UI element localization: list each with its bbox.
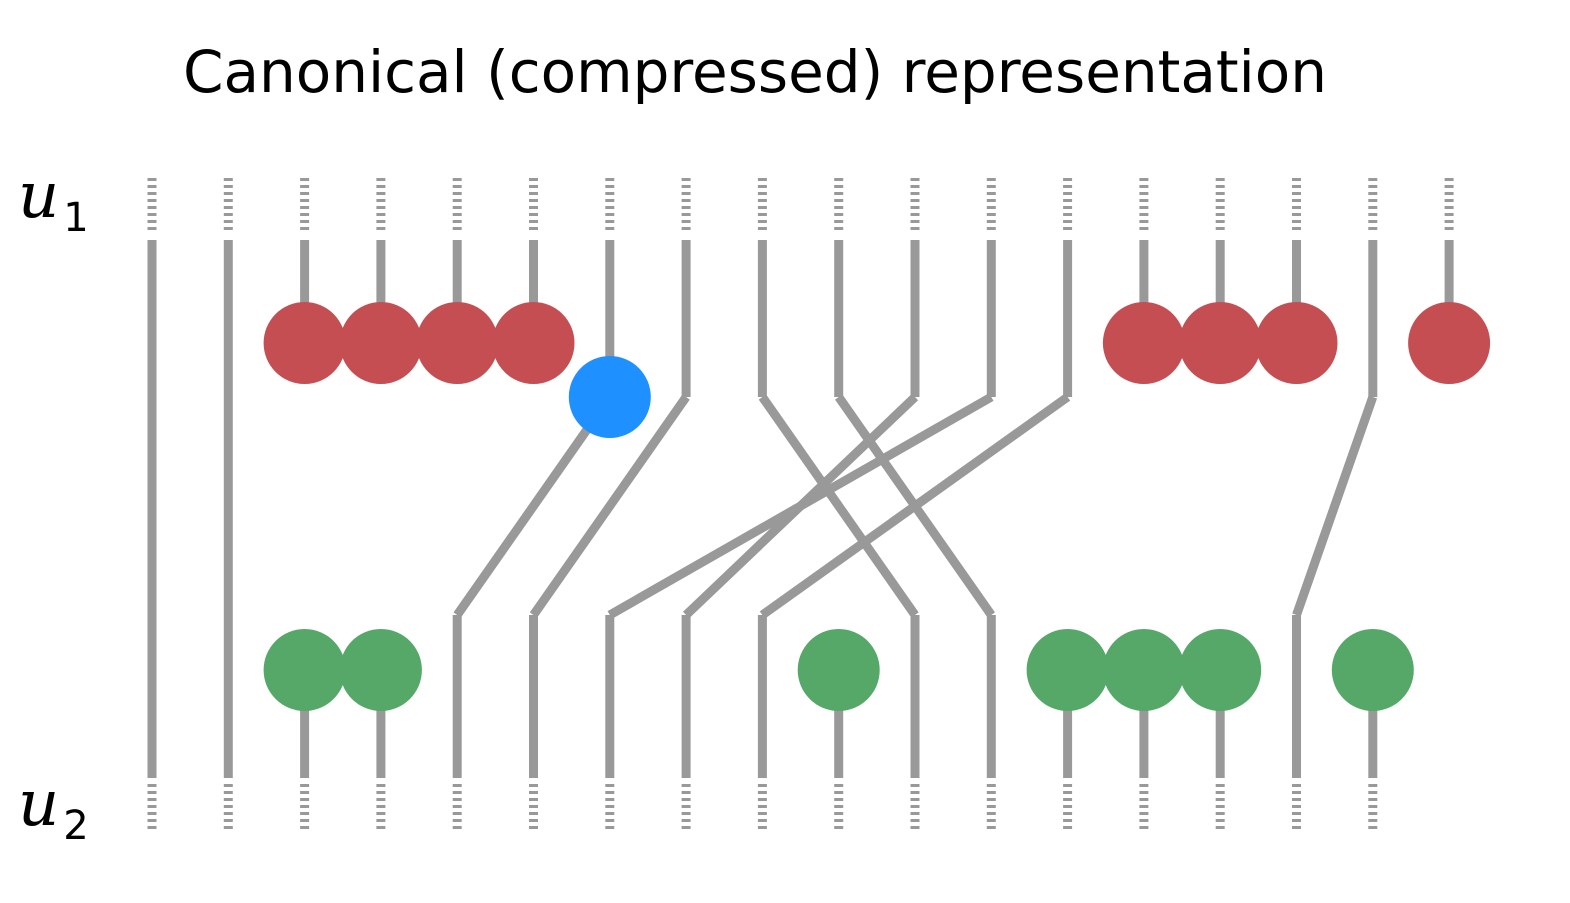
top-red-marker [1179,302,1262,384]
diagram-title: Canonical (compressed) representation [182,38,1328,106]
top-blue-marker [568,356,651,438]
bottom-green-marker [1102,629,1185,711]
connection-strand [529,394,690,618]
connection-strand [607,393,994,619]
top-red-marker [1102,302,1185,384]
bottom-green-marker [797,629,880,711]
top-red-marker [1408,302,1491,384]
top-red-marker [1255,302,1338,384]
connection-strand [758,394,919,618]
bottom-green-marker [339,629,422,711]
bottom-green-marker [1179,629,1262,711]
top-red-marker [416,302,499,384]
connection-strand [759,393,1071,619]
connection-strand [453,394,614,618]
u1-subscript: 1 [63,195,89,241]
connection-strand [1292,395,1378,617]
bottom-green-marker [263,629,346,711]
top-red-marker [263,302,346,384]
bottom-green-marker [1026,629,1109,711]
u2-variable: u [18,767,60,841]
u2-subscript: 2 [63,803,89,849]
top-red-marker [339,302,422,384]
top-red-marker [492,302,575,384]
bottom-green-marker [1331,629,1414,711]
u1-variable: u [18,159,60,233]
